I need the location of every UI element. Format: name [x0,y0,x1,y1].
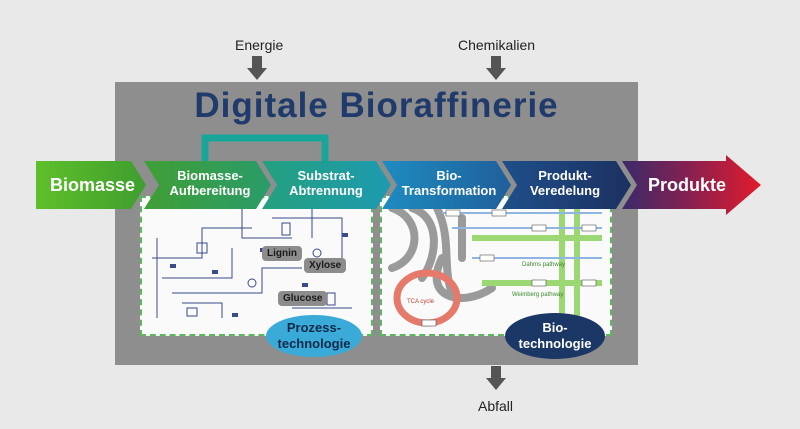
chip-lignin: Lignin [262,246,302,261]
chip-xylose: Xylose [304,258,347,273]
chemicals-label: Chemikalien [458,37,536,53]
step-biomasse-aufbereitung: Biomasse-Aufbereitung [169,168,251,198]
step-bio-transformation: Bio-Transformation [401,168,497,198]
process-technology-badge: Prozess-technologie [266,315,362,357]
energy-label: Energie [235,37,284,53]
waste-label: Abfall [478,398,514,414]
chip-glucose: Glucose [278,291,328,306]
weimberg-pathway-label: Weimberg pathway [512,292,563,298]
step-arrow-abtrennung [262,161,391,209]
biomass-arrow [36,161,146,209]
products-arrow [622,155,761,215]
step-substrat-abtrennung: Substrat-Abtrennung [289,168,363,198]
step-arrow-veredelung [502,161,631,209]
step-produkt-veredelung: Produkt-Veredelung [529,168,601,198]
tca-cycle-label: TCA cycle [407,299,435,305]
products-label: Produkte [648,175,727,195]
biomass-label: Biomasse [50,175,136,195]
dahms-pathway-label: Dahms pathway [522,262,565,268]
metabolic-network-icon: TCA cycle Dahms pathway Weimberg pathway [388,203,602,327]
step-arrow-transformation [382,161,511,209]
bio-technology-badge: Bio-technologie [505,313,605,359]
waste-arrow-icon [486,366,506,390]
step-arrow-aufbereitung [144,161,271,209]
chemicals-arrow-icon [486,56,506,80]
energy-arrow-icon [247,56,267,80]
page-title: Digitale Bioraffinerie [194,86,559,125]
recycle-loop-icon [201,134,329,166]
process-flow [36,155,761,215]
